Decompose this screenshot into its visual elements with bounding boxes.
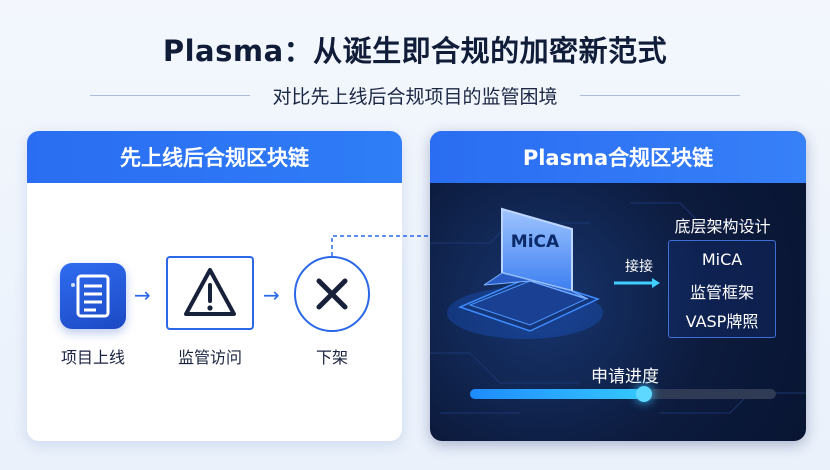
progress-bar: [470, 389, 776, 399]
laptop-screen-text: MiCA: [505, 232, 565, 252]
connect-arrow-icon: [612, 276, 662, 290]
compliance-item-mica: MiCA: [668, 250, 776, 269]
design-label: 底层架构设计: [660, 213, 785, 237]
right-panel-header: Plasma合规区块链: [430, 131, 806, 183]
progress-knob: [636, 386, 652, 402]
connect-label: 接接: [610, 256, 668, 276]
compliance-item-license: VASP牌照: [668, 308, 776, 332]
compliance-item-framework: 监管框架: [668, 279, 776, 303]
progress-label: 申请进度: [570, 362, 680, 387]
laptop-icon: [440, 195, 610, 345]
progress-fill: [470, 389, 644, 399]
